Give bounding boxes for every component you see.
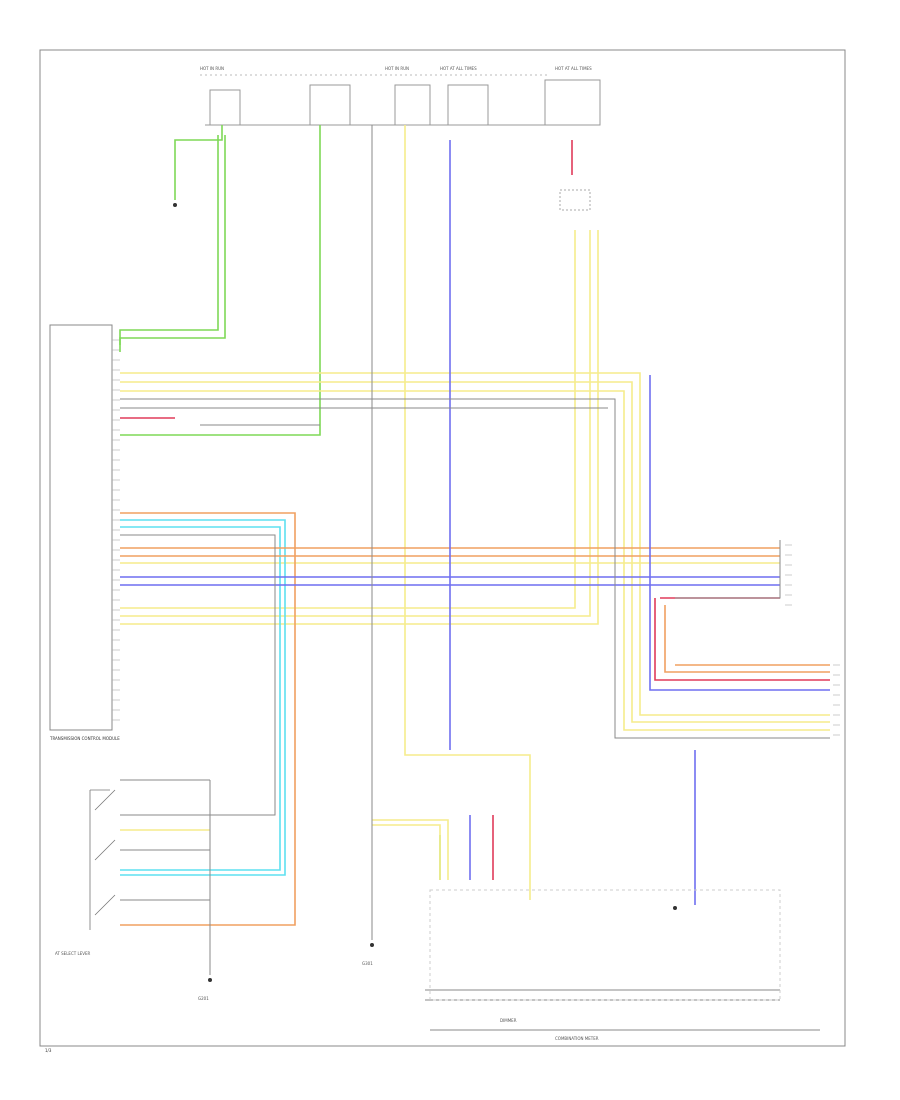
wire-group-red [120, 140, 830, 880]
wire-group-gray [120, 125, 830, 1031]
relay-connector-box [559, 189, 591, 211]
select-lever-switch [89, 789, 116, 930]
fuse-label-4: HOT AT ALL TIMES [555, 66, 592, 71]
ground-label-mid: G301 [362, 961, 373, 966]
fuse-label-2: HOT IN RUN [385, 66, 409, 71]
wire-group-orange [120, 512, 830, 926]
ground-label-left: G201 [198, 996, 209, 1001]
ground-symbols [173, 203, 677, 982]
tcm-module-title: TRANSMISSION CONTROL MODULE [49, 736, 120, 741]
fuse-block [209, 79, 601, 126]
wire-group-cyan [120, 519, 286, 876]
tcm-pins [112, 339, 120, 721]
wire-group-blue [120, 140, 830, 905]
fuse-label-3: HOT AT ALL TIMES [440, 66, 477, 71]
fuse-label-1: HOT IN RUN [200, 66, 224, 71]
combination-meter-label: COMBINATION METER [555, 1036, 599, 1041]
fuse-labels: HOT IN RUN HOT IN RUN HOT AT ALL TIMES H… [200, 66, 592, 71]
diagram-frame [39, 49, 846, 1047]
wire-group-yellow [120, 125, 830, 900]
footer-code: 1/3 [45, 1048, 52, 1053]
select-lever-label: AT SELECT LEVER [55, 951, 90, 956]
right-connector-pins [785, 544, 840, 736]
tcm-module-box [49, 324, 113, 731]
combination-meter-box [429, 889, 781, 1001]
dimmer-label: DIMMER [500, 1018, 517, 1023]
